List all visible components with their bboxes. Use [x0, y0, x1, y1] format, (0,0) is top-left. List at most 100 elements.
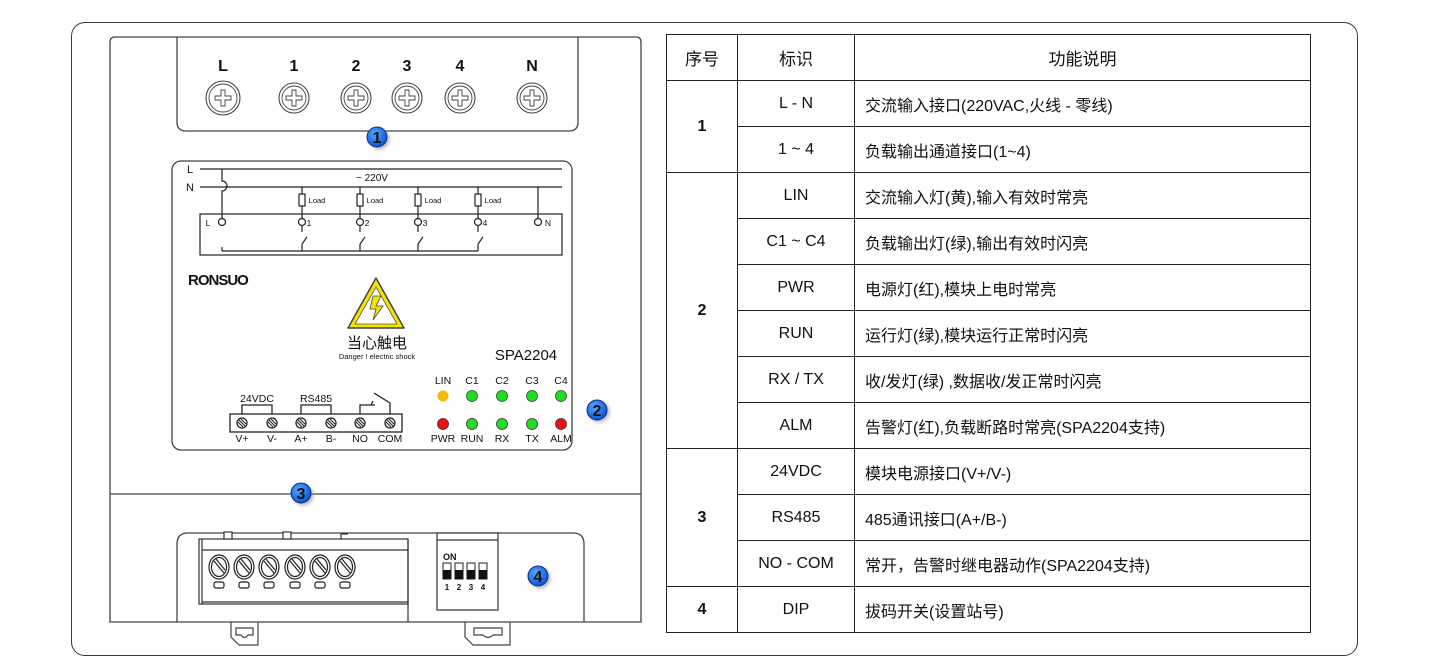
callout-1-badge: 1 [366, 126, 388, 148]
dip-lever-4[interactable] [478, 562, 488, 580]
bottom-terminal-label: A+ [294, 433, 307, 445]
led-lin-indicator [437, 390, 449, 402]
screw-terminal-icon [354, 417, 366, 429]
callout-3-badge: 3 [290, 482, 312, 504]
dip-lever-1[interactable] [442, 562, 452, 580]
description-cell: 485通讯接口(A+/B-) [854, 494, 1311, 541]
wiring-line-label: L [187, 164, 193, 176]
callout-2-badge: 2 [586, 399, 608, 421]
dip-on-label: ON [443, 552, 457, 562]
dip-switch-number: 4 [481, 583, 486, 592]
top-terminal-label: N [526, 58, 538, 75]
led-c1-indicator [466, 390, 478, 402]
terminal-screw-icon [444, 82, 476, 114]
wiring-terminal-label: N [545, 218, 551, 228]
load-label: Load [485, 196, 502, 205]
wiring-terminal-label: 4 [483, 218, 488, 228]
dip-switch-number: 1 [445, 583, 450, 592]
top-terminal-label: 4 [456, 58, 465, 75]
dip-switch-number: 2 [457, 583, 462, 592]
wiring-terminal-n [533, 217, 543, 227]
mark-cell: 24VDC [737, 448, 855, 495]
warning-title: 当心触电 [347, 335, 407, 352]
description-cell: 电源灯(红),模块上电时常亮 [854, 264, 1311, 311]
description-cell: 拔码开关(设置站号) [854, 586, 1311, 633]
mark-cell: DIP [737, 586, 855, 633]
pluggable-connector [198, 531, 409, 622]
dip-lever-2[interactable] [454, 562, 464, 580]
mark-cell: RUN [737, 310, 855, 357]
led-pwr-indicator [437, 418, 449, 430]
led-rx-indicator [496, 418, 508, 430]
callout-number: 1 [373, 130, 382, 147]
wiring-neutral-label: N [186, 182, 194, 194]
outer-frame [71, 22, 1358, 656]
led-c3-indicator [526, 390, 538, 402]
plug-screw-icon [334, 554, 356, 589]
warning-subtitle: Danger ! electric shock [339, 352, 416, 361]
label-panel [171, 160, 573, 451]
terminal-screw-icon [340, 82, 372, 114]
mark-cell: ALM [737, 402, 855, 449]
led-label: TX [525, 433, 538, 445]
mark-cell: NO - COM [737, 540, 855, 587]
mark-cell: C1 ~ C4 [737, 218, 855, 265]
description-cell: 交流输入接口(220VAC,火线 - 零线) [854, 80, 1311, 127]
screw-terminal-icon [236, 417, 248, 429]
mark-cell: RS485 [737, 494, 855, 541]
plug-screw-icon [208, 554, 230, 589]
group-index-cell: 2 [666, 172, 738, 449]
callout-4-badge: 4 [527, 565, 549, 587]
bottom-terminal-label: NO [352, 433, 368, 445]
callout-number: 2 [593, 403, 602, 420]
lower-housing [176, 532, 585, 622]
terminal-screw-icon [205, 80, 241, 116]
top-terminal-label: 1 [290, 58, 299, 75]
led-label: RX [495, 433, 510, 445]
brand-logo: RONSUO [188, 272, 249, 289]
led-label: C1 [465, 375, 479, 387]
mark-cell: 1 ~ 4 [737, 126, 855, 173]
dip-switch-number: 3 [469, 583, 474, 592]
wiring-terminal-label: 2 [365, 218, 370, 228]
load-label: Load [367, 196, 384, 205]
bottom-terminal-label: V+ [235, 433, 248, 445]
wiring-terminal-label: 1 [307, 218, 312, 228]
wiring-terminal-label: 3 [423, 218, 428, 228]
top-terminal-label: 3 [403, 58, 412, 75]
mark-cell: L - N [737, 80, 855, 127]
model-label: SPA2204 [495, 347, 557, 364]
terminal-screw-icon [391, 82, 423, 114]
plug-screw-icon [258, 554, 280, 589]
terminal-screw-icon [516, 82, 548, 114]
description-cell: 负载输出通道接口(1~4) [854, 126, 1311, 173]
callout-number: 3 [297, 486, 306, 503]
load-resistor-icon [297, 187, 308, 251]
din-rail-clips [230, 622, 511, 646]
screw-terminal-icon [384, 417, 396, 429]
wiring-terminal-label: L [206, 218, 211, 228]
power-group-label: 24VDC [240, 393, 274, 405]
led-label: C2 [495, 375, 509, 387]
table-header-row: 序号 标识 功能说明 [666, 34, 1311, 81]
description-cell: 运行灯(绿),模块运行正常时闪亮 [854, 310, 1311, 357]
led-label: ALM [550, 433, 572, 445]
dip-lever-3[interactable] [466, 562, 476, 580]
screw-terminal-icon [295, 417, 307, 429]
description-cell: 收/发灯(绿) ,数据收/发正常时闪亮 [854, 356, 1311, 403]
top-terminal-housing [176, 37, 579, 132]
